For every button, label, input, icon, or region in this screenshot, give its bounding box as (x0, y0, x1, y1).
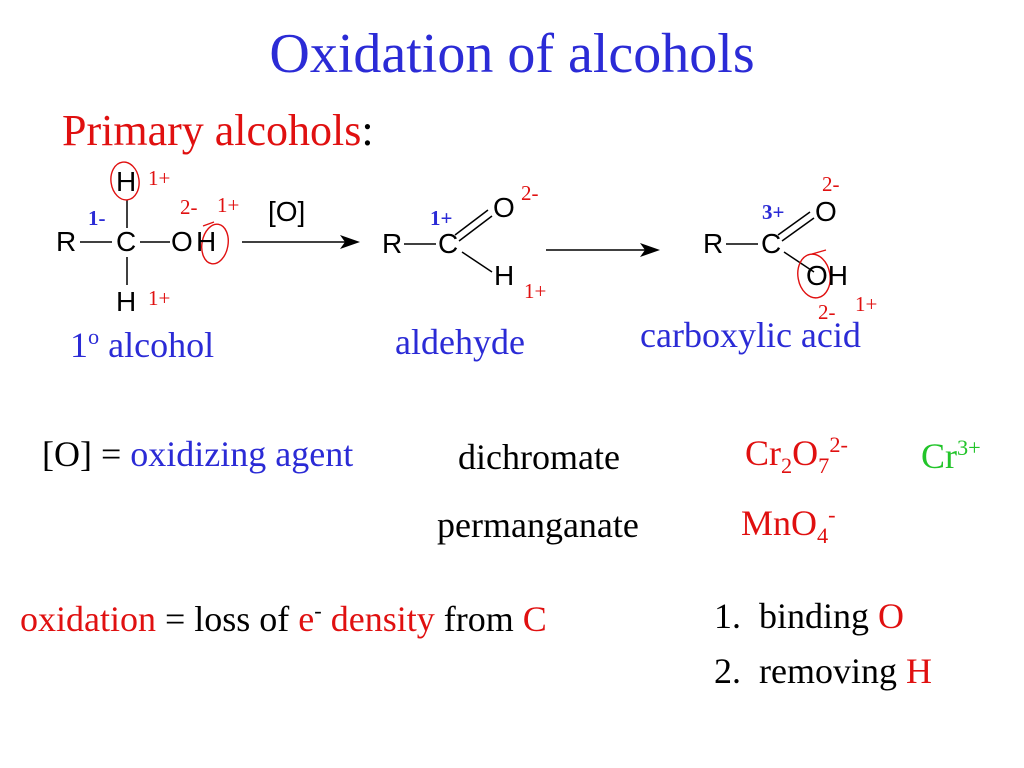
ox-alcohol-h-bottom: 1+ (148, 286, 171, 310)
acid-o-top-atom: O (815, 196, 837, 227)
slide-subtitle: Primary alcohols: (62, 105, 374, 156)
oxidation-definition: oxidation = loss of e- density from C (20, 598, 547, 640)
dichromate-o-sub: 7 (818, 453, 830, 479)
list-item-atom: H (905, 651, 932, 691)
aldehyde-c-atom: C (438, 228, 459, 259)
list-item-text: removing (759, 651, 906, 691)
reaction-arrow-2-head (640, 243, 660, 257)
oxidizing-agent-line: [O] = oxidizing agent (42, 433, 353, 475)
chromium-iii-formula: Cr3+ (921, 435, 981, 477)
alcohol-h-right-atom: H (196, 226, 217, 257)
definition-c: C (522, 599, 547, 639)
ox-aldehyde-c: 1+ (430, 206, 453, 230)
ox-aldehyde-o: 2- (521, 181, 539, 205)
permanganate-charge: - (828, 502, 836, 527)
ox-alcohol-o: 2- (180, 195, 198, 219)
ox-acid-c: 3+ (762, 200, 785, 224)
tick-o-acid (811, 249, 827, 255)
slide-title: Oxidation of alcohols (269, 23, 755, 85)
alcohol-o-atom: O (171, 226, 193, 257)
label-alcohol-one: 1 (70, 325, 88, 365)
definition-oxidation: oxidation (20, 599, 156, 639)
alcohol-h-top-atom: H (116, 166, 137, 197)
definition-e: e (298, 599, 315, 639)
circle-h-right (201, 223, 229, 265)
acid-r-atom: R (703, 228, 724, 259)
ox-acid-o-oh: 2- (818, 300, 836, 324)
permanganate-sub: 4 (817, 523, 829, 549)
ox-acid-o-top: 2- (822, 172, 840, 196)
alcohol-r-atom: R (56, 226, 77, 257)
alcohol-h-bottom-atom: H (116, 286, 137, 317)
dichromate-cr-sub: 2 (781, 453, 793, 479)
reaction-arrow-1-head (340, 235, 360, 249)
subtitle-text: Primary alcohols (62, 106, 362, 155)
chromium-iii-charge: 3+ (957, 435, 981, 460)
definition-density: density (321, 599, 435, 639)
bond-acid-c-o-a (777, 211, 811, 236)
list-item-number: 1. (714, 596, 741, 636)
list-item-text: binding (759, 596, 879, 636)
aldehyde-r-atom: R (382, 228, 403, 259)
dichromate-o: O (792, 433, 819, 473)
tick-h-right (202, 221, 215, 227)
definition-e-sup: - (314, 598, 322, 623)
bond-acid-c-o-b (781, 217, 815, 242)
dichromate-cr: Cr (745, 433, 781, 473)
alcohol-c-atom: C (116, 226, 137, 257)
bond-ald-c-o-a (454, 209, 489, 236)
ox-alcohol-h-oh: 1+ (217, 193, 240, 217)
acid-c-atom: C (761, 228, 782, 259)
permanganate-mno: MnO (741, 503, 818, 543)
dichromate-charge: 2- (829, 432, 848, 457)
permanganate-formula: MnO4- (741, 502, 836, 547)
list-item: 2. removing H (714, 650, 932, 692)
reagent-equals: [O] = (42, 434, 122, 474)
list-item-number: 2. (714, 651, 741, 691)
label-aldehyde: aldehyde (395, 322, 525, 362)
circle-o-acid (797, 253, 831, 299)
reagent-o-label: [O] (268, 196, 306, 227)
label-alcohol-word: alcohol (99, 325, 215, 365)
permanganate-label: permanganate (437, 505, 639, 545)
dichromate-formula: Cr2O72- (745, 432, 848, 477)
label-alcohol-degree: o (88, 324, 100, 349)
circle-h-top (110, 161, 140, 201)
ox-alcohol-c: 1- (88, 206, 106, 230)
label-primary-alcohol: 1o alcohol (70, 324, 214, 366)
list-item-atom: O (878, 596, 905, 636)
chromium-iii-symbol: Cr (921, 436, 957, 476)
dichromate-label: dichromate (458, 437, 620, 477)
list-item: 1. binding O (714, 595, 904, 637)
bond-acid-c-oh (783, 251, 815, 273)
bond-ald-c-o-b (458, 215, 493, 242)
label-carboxylic-acid: carboxylic acid (640, 315, 861, 355)
ox-alcohol-h-top: 1+ (148, 166, 171, 190)
definition-from: from (434, 599, 523, 639)
acid-oh-atom: OH (806, 260, 848, 291)
aldehyde-h-atom: H (494, 260, 515, 291)
aldehyde-o-atom: O (493, 192, 515, 223)
bond-ald-c-h (461, 251, 493, 273)
ox-aldehyde-h: 1+ (524, 279, 547, 303)
subtitle-colon: : (361, 106, 374, 155)
oxidizing-agent-text: oxidizing agent (130, 434, 354, 474)
definition-equals: = loss of (155, 599, 299, 639)
ox-acid-h-oh: 1+ (855, 292, 878, 316)
